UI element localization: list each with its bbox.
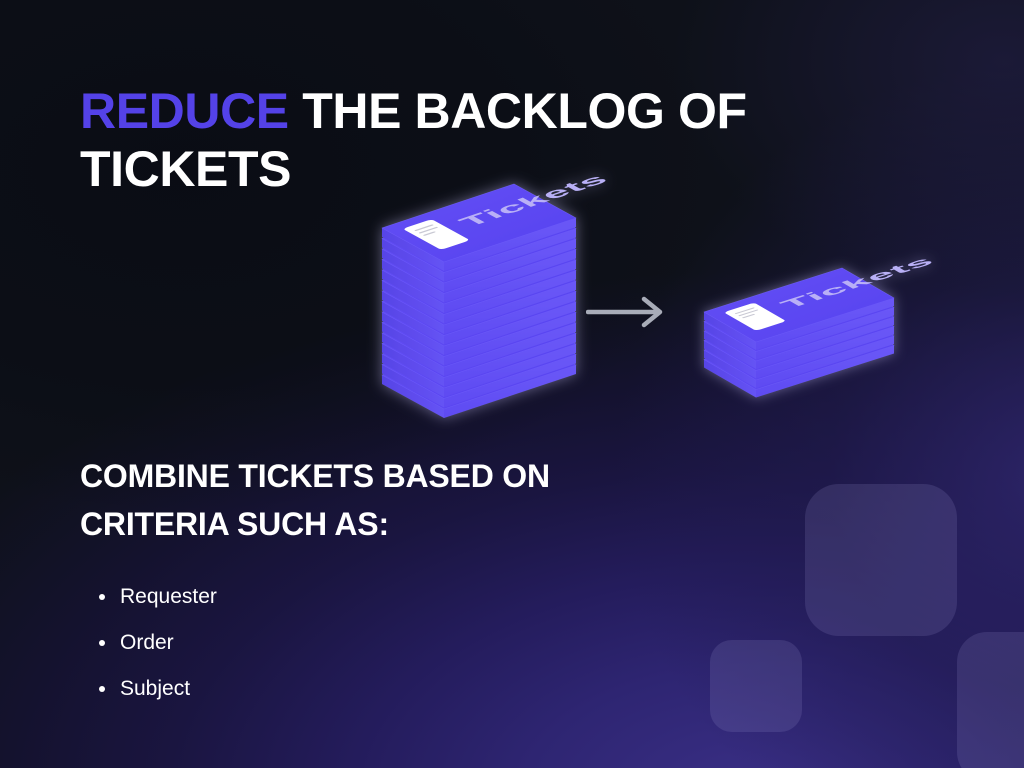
page-title: REDUCE THE BACKLOG OF TICKETS [80, 82, 940, 198]
title-rest: THE BACKLOG OF TICKETS [80, 83, 747, 197]
decorative-square-edge [957, 632, 1024, 768]
ticket-stack-large: Tickets [352, 171, 615, 418]
section-subheading: COMBINE TICKETS BASED ON CRITERIA SUCH A… [80, 458, 550, 542]
list-item: Requester [99, 574, 217, 620]
decorative-square-small [710, 640, 802, 732]
list-item: Order [99, 620, 217, 666]
list-item: Subject [99, 666, 217, 712]
decorative-square-large [805, 484, 957, 636]
ticket-stack-small: Tickets [682, 254, 939, 422]
title-accent-word: REDUCE [80, 83, 289, 139]
criteria-list: Requester Order Subject [84, 574, 217, 712]
arrow-right-icon [585, 296, 668, 328]
